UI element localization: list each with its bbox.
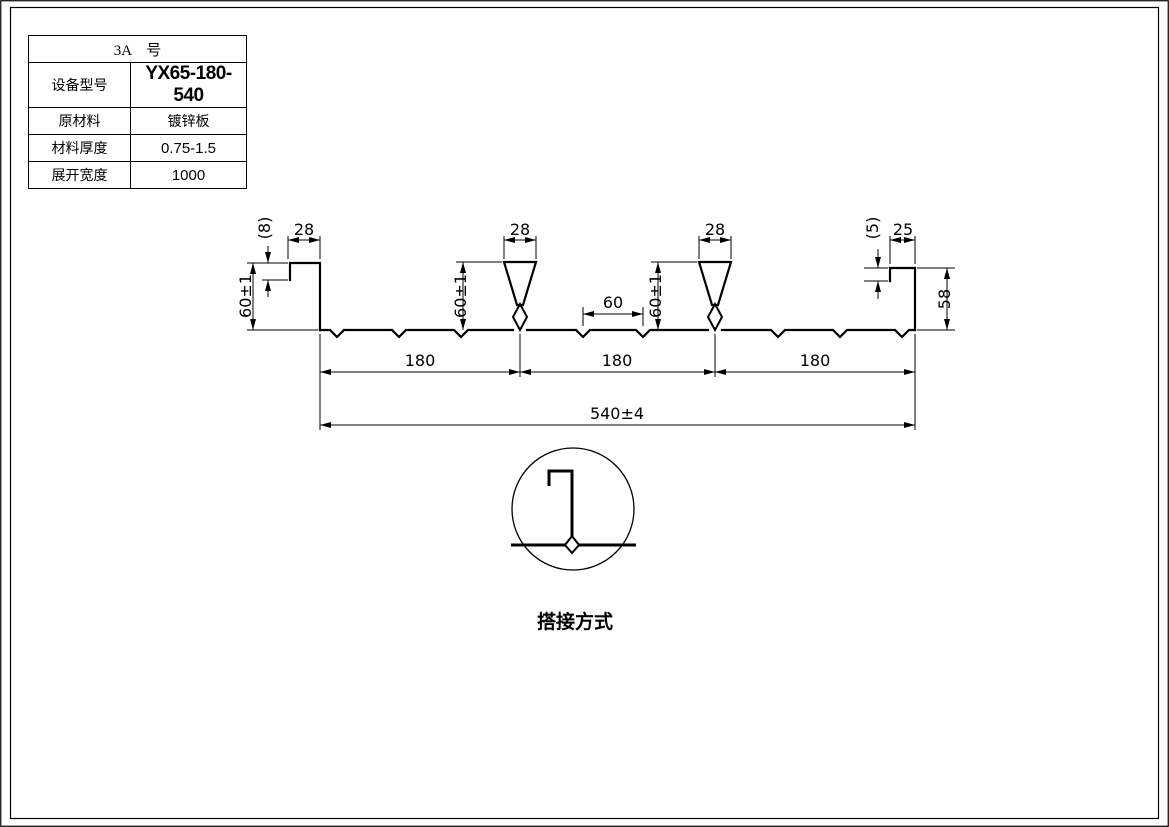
dim-center-flat: 60 (603, 293, 623, 312)
dim-right-height: 58 (935, 289, 954, 309)
spec-label-width: 展开宽度 (28, 161, 131, 189)
dim-left-lip: (8) (255, 217, 274, 240)
dim-rib2-top: 28 (705, 220, 725, 239)
title-block-header: 3A 号 (28, 35, 247, 63)
dim-span3: 180 (800, 351, 831, 370)
dim-overall-width: 540±4 (590, 404, 644, 423)
spec-value-width: 1000 (130, 161, 247, 189)
dim-rib1-top: 28 (510, 220, 530, 239)
sheet-border-inner (9, 6, 1160, 820)
bottom-flange-middle (525, 328, 710, 339)
lap-joint-riser (547, 469, 574, 536)
dim-right-lip: (5) (863, 217, 882, 240)
dimension-lines (250, 237, 950, 428)
title-block-row-width: 展开宽度 1000 (28, 161, 247, 189)
left-edge-profile (288, 261, 322, 332)
spec-value-thickness: 0.75-1.5 (130, 134, 247, 162)
dim-rib1-height: 60±1 (451, 274, 470, 318)
dim-rib2-height: 60±1 (646, 274, 665, 318)
title-block-header-row: 3A 号 (28, 35, 247, 63)
dimension-texts: 28 28 28 25 60 (8) 60±1 60±1 60±1 (5) 58… (236, 217, 954, 423)
lap-joint-detail-circle (511, 447, 635, 571)
bottom-flange-left (318, 328, 515, 339)
lap-joint-detail: 搭接方式 (511, 447, 636, 633)
rib-1-notch (511, 301, 529, 333)
dim-span1: 180 (405, 351, 436, 370)
rib-1 (502, 260, 538, 307)
title-block: 3A 号 设备型号 YX65-180-540 原材料 镀锌板 材料厚度 0.75… (28, 35, 247, 189)
title-block-row-material: 原材料 镀锌板 (28, 107, 247, 135)
rib-2 (697, 260, 733, 307)
spec-value-material: 镀锌板 (130, 107, 247, 135)
rib-2-notch (706, 301, 724, 333)
profile-section-outline (288, 260, 917, 339)
extension-lines (247, 236, 955, 430)
spec-label-model: 设备型号 (28, 62, 131, 108)
dim-span2: 180 (602, 351, 633, 370)
dim-left-height: 60±1 (236, 274, 255, 318)
title-block-row-thickness: 材料厚度 0.75-1.5 (28, 134, 247, 162)
bottom-flange-right (720, 328, 917, 339)
spec-label-thickness: 材料厚度 (28, 134, 131, 162)
spec-label-material: 原材料 (28, 107, 131, 135)
lap-joint-notch (563, 534, 581, 555)
right-edge-profile (888, 266, 917, 332)
dim-left-top: 28 (294, 220, 314, 239)
title-block-row-model: 设备型号 YX65-180-540 (28, 62, 247, 108)
lap-joint-caption: 搭接方式 (537, 610, 613, 633)
spec-value-model: YX65-180-540 (130, 62, 247, 108)
dim-right-top: 25 (893, 220, 913, 239)
